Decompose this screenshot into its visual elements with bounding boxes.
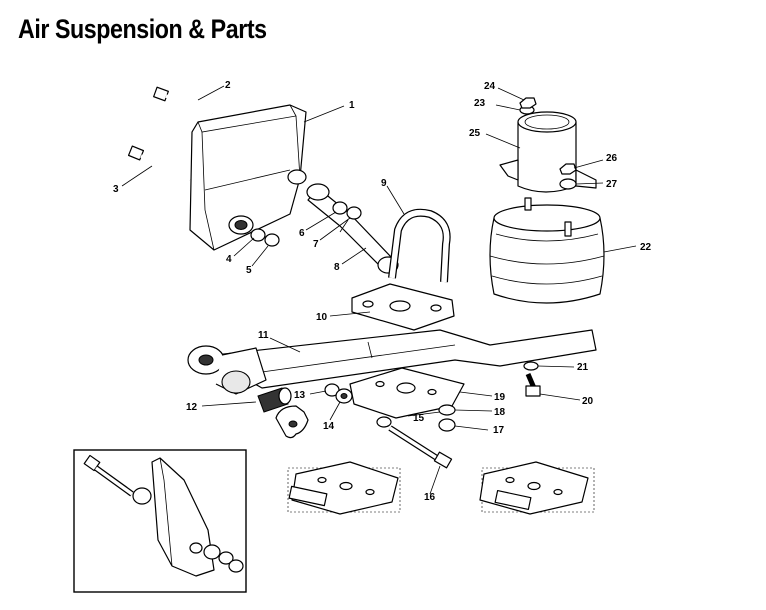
callout-27: 27 bbox=[606, 179, 618, 190]
inset-bracket-detail bbox=[83, 454, 244, 577]
callout-24: 24 bbox=[484, 81, 496, 92]
callout-19: 19 bbox=[494, 392, 506, 403]
part-18-washer bbox=[438, 404, 456, 416]
callout-20: 20 bbox=[582, 396, 594, 407]
part-22-air-spring bbox=[489, 197, 605, 304]
left-lower-plate bbox=[288, 461, 399, 515]
diagram-title: Air Suspension & Parts bbox=[18, 14, 267, 44]
callout-5: 5 bbox=[246, 265, 252, 276]
part-4-washer bbox=[250, 228, 266, 242]
callout-16: 16 bbox=[424, 492, 436, 503]
callout-15: 15 bbox=[413, 413, 425, 424]
callout-11: 11 bbox=[258, 330, 269, 341]
part-12-spring-bushing bbox=[257, 387, 292, 413]
callout-26: 26 bbox=[606, 153, 618, 164]
callout-8: 8 bbox=[334, 262, 340, 273]
callout-9: 9 bbox=[381, 178, 387, 189]
callout-21: 21 bbox=[577, 362, 589, 373]
part-16-bolt bbox=[376, 416, 453, 469]
callout-23: 23 bbox=[474, 98, 486, 109]
part-11-eye-bushing bbox=[187, 345, 267, 395]
part-8-shock-absorber bbox=[306, 183, 399, 274]
part-1-hanger-bracket bbox=[189, 104, 307, 251]
part-3-bolt bbox=[127, 145, 191, 182]
part-26-nut bbox=[559, 163, 577, 175]
callout-18: 18 bbox=[494, 407, 506, 418]
part-10-clamp-plate bbox=[351, 283, 455, 331]
callout-22: 22 bbox=[640, 242, 652, 253]
callout-17: 17 bbox=[493, 425, 505, 436]
part-7-washer bbox=[346, 206, 362, 220]
callout-25: 25 bbox=[469, 128, 481, 139]
callout-6: 6 bbox=[299, 228, 305, 239]
part-21-washer bbox=[523, 361, 539, 371]
callout-4: 4 bbox=[226, 254, 232, 265]
callout-3: 3 bbox=[113, 184, 119, 195]
callout-12: 12 bbox=[186, 402, 198, 413]
callout-13: 13 bbox=[294, 390, 306, 401]
part-6-bushing bbox=[332, 201, 348, 215]
part-24-nut bbox=[519, 97, 537, 109]
callout-14: 14 bbox=[323, 421, 335, 432]
callout-7: 7 bbox=[313, 239, 319, 250]
part-2-bolt bbox=[153, 86, 213, 116]
callout-2: 2 bbox=[225, 80, 231, 91]
leader-lines bbox=[121, 85, 637, 495]
right-lower-plate bbox=[479, 461, 589, 515]
callout-10: 10 bbox=[316, 312, 328, 323]
part-11-trailing-arm bbox=[205, 329, 597, 389]
part-19-spring-seat bbox=[349, 367, 465, 419]
callout-labels: 1 2 3 4 5 6 7 8 9 10 11 12 13 14 15 16 1… bbox=[113, 80, 652, 503]
part-27-washer bbox=[559, 178, 577, 190]
callout-1: 1 bbox=[349, 100, 355, 111]
part-17-nut bbox=[438, 418, 456, 432]
part-5-bushing bbox=[264, 233, 280, 247]
part-20-bolt bbox=[525, 373, 541, 397]
part-25-upper-mount bbox=[499, 111, 597, 193]
